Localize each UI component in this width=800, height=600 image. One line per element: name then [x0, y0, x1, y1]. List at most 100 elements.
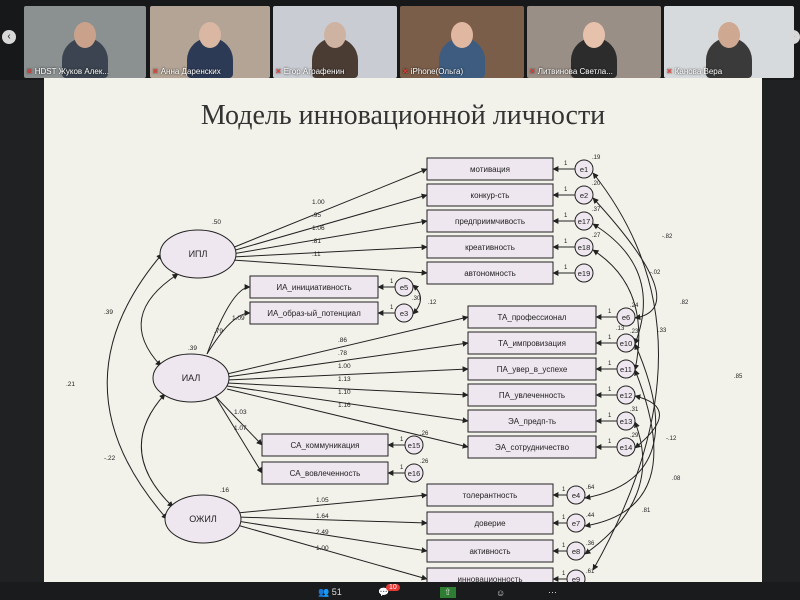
participants-count: 51 — [331, 587, 342, 597]
latent-ial — [152, 353, 230, 403]
indicator-label: автономность — [464, 269, 516, 278]
path-coefficient: .85 — [734, 374, 743, 380]
latent-label: ОЖИЛ — [189, 514, 217, 524]
error-label: e10 — [620, 339, 633, 348]
path-coefficient: -.82 — [662, 234, 673, 240]
participant-tile[interactable]: ✕Канова Вера — [664, 6, 794, 78]
path-coefficient: .36 — [586, 541, 595, 547]
previous-page-icon[interactable]: ‹ — [2, 30, 16, 44]
error-term — [616, 307, 636, 327]
participant-tile[interactable]: ✕Анна Даренских — [150, 6, 270, 78]
error-term — [616, 385, 636, 405]
path-coefficient: 1.07 — [234, 425, 247, 432]
more-button[interactable]: ⋯ — [548, 587, 557, 597]
error-label: e2 — [580, 191, 588, 200]
covariance-arrow — [412, 284, 421, 315]
error-label: e6 — [622, 313, 630, 322]
indicator-label: конкур-сть — [471, 191, 510, 200]
indicator-label: ЭА_предп-ть — [508, 417, 556, 426]
participant-name: ✕HDST Жуков Алек... — [26, 67, 109, 76]
participant-face — [324, 22, 346, 48]
error-term — [574, 159, 594, 179]
indicator-label: ПА_увлеченность — [499, 391, 565, 400]
path-coefficient: 1 — [608, 309, 612, 315]
error-label: e12 — [620, 391, 633, 400]
indicator-label: ТА_профессионал — [497, 313, 566, 322]
indicator-label: ТА_импровизация — [498, 339, 566, 348]
error-term — [574, 211, 594, 231]
error-term — [566, 541, 586, 561]
error-term — [574, 185, 594, 205]
path-coefficient: 1 — [390, 279, 394, 285]
indicator-label: креативность — [465, 243, 515, 252]
participant-face — [718, 22, 740, 48]
muted-mic-icon: ✕ — [666, 67, 673, 76]
error-term — [616, 359, 636, 379]
chat-badge: 10 — [386, 584, 400, 591]
latent-label: ИПЛ — [189, 249, 208, 259]
path-coefficient: .27 — [592, 233, 601, 239]
loading-arrow — [226, 340, 469, 378]
participant-name: ✕Егор Аграфенин — [275, 67, 345, 76]
loading-arrow — [206, 310, 251, 355]
path-coefficient: 1 — [562, 543, 566, 549]
covariance-arrow — [106, 253, 168, 520]
share-screen-button[interactable]: ⇧ — [440, 587, 456, 598]
slide-title: Модель инновационной личности — [200, 100, 606, 131]
error-term — [394, 277, 414, 297]
error-label: e1 — [580, 165, 588, 174]
participants-button[interactable]: 👥 51 — [318, 587, 342, 597]
participant-tile[interactable]: ✕Литвинова Светла... — [527, 6, 661, 78]
muted-mic-icon: ✕ — [529, 67, 536, 76]
error-label: e8 — [572, 547, 580, 556]
muted-mic-icon: ✕ — [402, 67, 409, 76]
error-label: e17 — [578, 217, 591, 226]
path-coefficient: 1.10 — [338, 389, 351, 396]
loading-arrow — [231, 218, 428, 255]
indicator-label: ИА_инициативность — [276, 283, 351, 292]
reactions-button[interactable]: ☺ — [496, 588, 506, 598]
participant-name: ✕Литвинова Светла... — [529, 67, 613, 76]
path-coefficient: .64 — [586, 485, 595, 491]
path-coefficient: 1.16 — [338, 402, 351, 409]
loading-arrow — [231, 244, 428, 258]
loading-arrow — [226, 382, 469, 398]
error-term — [566, 485, 586, 505]
path-coefficient: -.22 — [104, 455, 116, 462]
participant-tile[interactable]: ✕Егор Аграфенин — [273, 6, 397, 78]
loading-arrow — [236, 520, 428, 554]
loading-arrow — [231, 193, 428, 252]
indicator-label: ПА_увер_в_успехе — [497, 365, 568, 374]
meeting-toolbar: 👥 51 💬10 ⇧ ☺ ⋯ — [0, 582, 800, 600]
error-label: e16 — [408, 469, 421, 478]
indicator-label: ИА_образ-ый_потенциал — [267, 309, 361, 318]
chat-button[interactable]: 💬10 — [378, 584, 400, 598]
path-coefficient: .39 — [188, 345, 197, 352]
error-term — [574, 237, 594, 257]
indicator-box — [426, 209, 554, 233]
participant-tile[interactable]: ✕HDST Жуков Алек... — [24, 6, 146, 78]
path-coefficient: .26 — [420, 459, 429, 465]
indicator-box — [467, 357, 597, 381]
indicator-box — [426, 235, 554, 259]
error-label: e4 — [572, 491, 580, 500]
indicator-label: инновационность — [458, 575, 523, 582]
indicator-box — [467, 383, 597, 407]
path-coefficient: 1.00 — [316, 545, 329, 552]
path-coefficient: 1 — [390, 305, 394, 311]
indicator-box — [426, 511, 554, 535]
path-coefficient: 1 — [400, 465, 404, 471]
indicator-label: мотивация — [470, 165, 510, 174]
error-term — [566, 513, 586, 533]
indicator-box — [426, 567, 554, 582]
covariance-arrow — [634, 394, 660, 449]
loading-arrow — [206, 284, 251, 355]
participant-tile[interactable]: ✕iPhone(Ольга) — [400, 6, 524, 78]
path-coefficient: .33 — [658, 328, 667, 334]
path-coefficient: 1 — [562, 571, 566, 577]
participant-name: ✕Канова Вера — [666, 67, 723, 76]
error-term — [574, 263, 594, 283]
path-coefficient: 1 — [564, 161, 568, 167]
error-term — [616, 333, 636, 353]
